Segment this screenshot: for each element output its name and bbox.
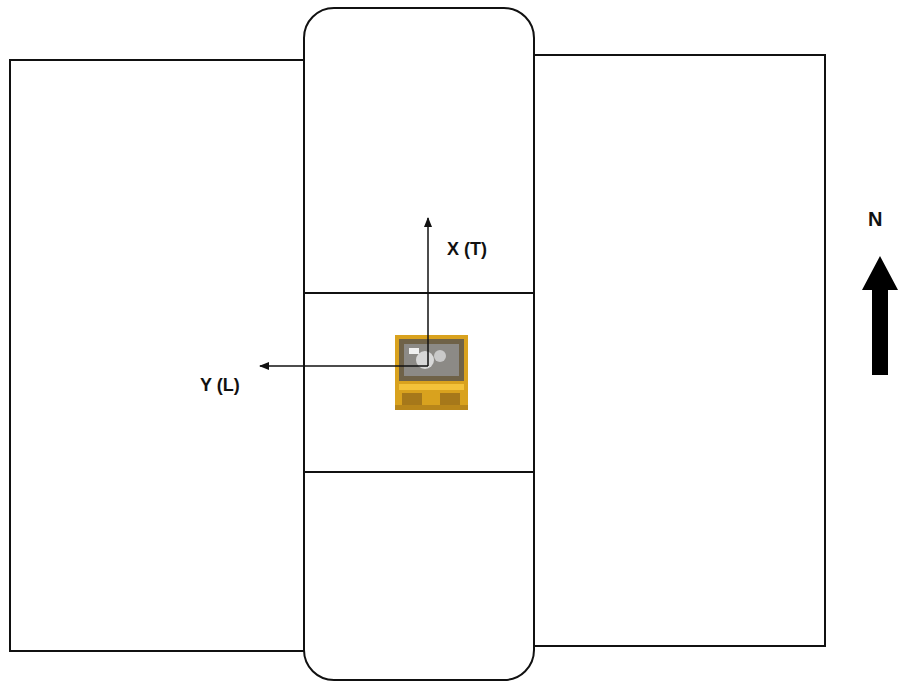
y-axis-arrow <box>260 365 428 367</box>
x-axis-arrow <box>427 218 429 366</box>
division-line <box>304 292 534 294</box>
axis-label: Y (L) <box>200 376 240 396</box>
division-line <box>304 471 534 473</box>
center-strip <box>304 8 534 680</box>
axis-label: X (T) <box>447 240 487 260</box>
north-label: N <box>868 208 882 230</box>
instrument-image <box>395 335 468 410</box>
left-slab <box>10 60 304 651</box>
right-slab <box>534 55 825 646</box>
north-arrow <box>862 256 898 375</box>
